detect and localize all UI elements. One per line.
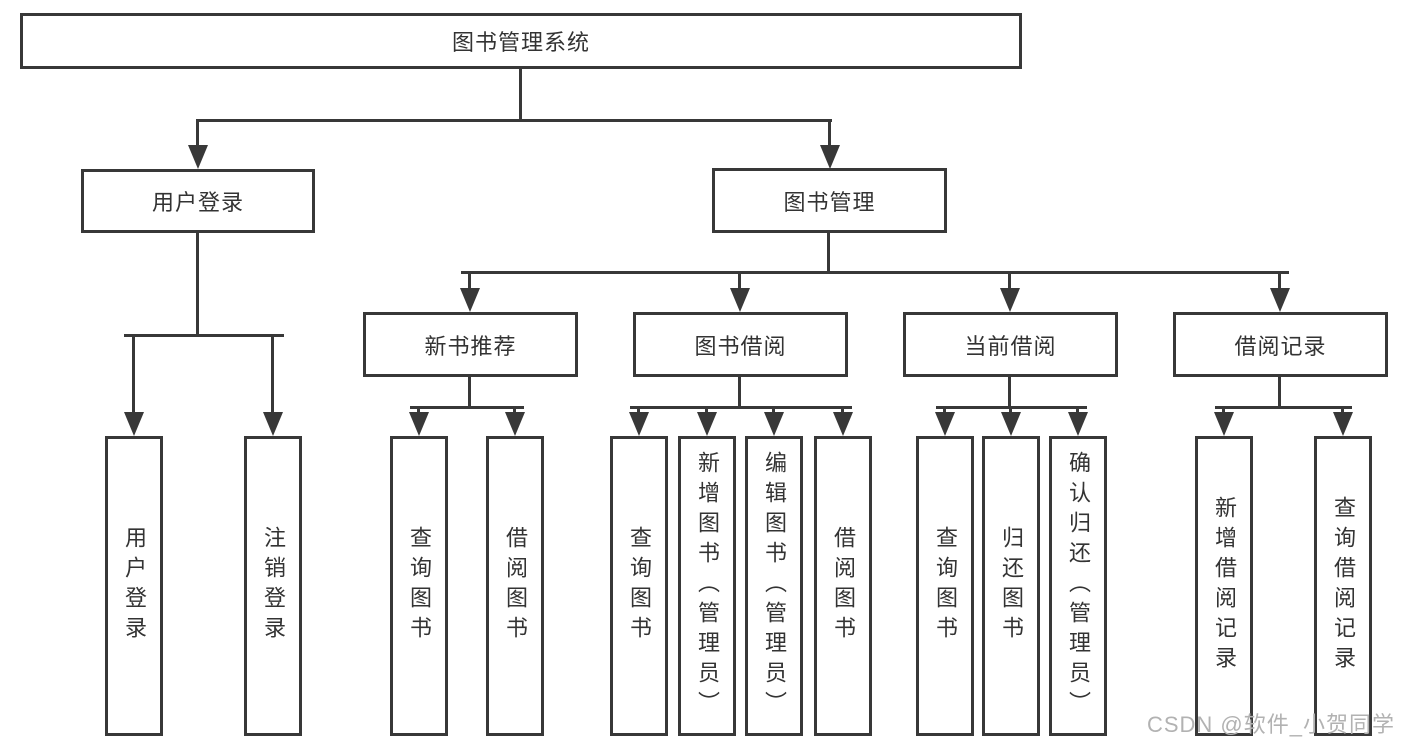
leaf-query-books-current: 查询图书 xyxy=(916,436,974,736)
connector-new-book-split xyxy=(410,406,524,409)
connector-user-login-split xyxy=(124,334,284,337)
connector-to-borrowing-records xyxy=(1278,271,1281,290)
connector-leaf-b2 xyxy=(513,406,516,415)
leaf-borrow-books: 借阅图书 xyxy=(814,436,872,736)
connector-to-leaf-logout xyxy=(271,334,274,414)
arrowhead-leaf-d1 xyxy=(935,412,955,436)
connector-to-new-book xyxy=(468,271,471,290)
node-label: 借阅图书 xyxy=(831,526,856,646)
connector-book-borrowing-stem xyxy=(738,377,741,409)
leaf-user-login: 用户登录 xyxy=(105,436,163,736)
connector-book-management-stem xyxy=(827,233,830,274)
connector-leaf-d3 xyxy=(1076,406,1079,415)
connector-to-book-management xyxy=(828,119,831,147)
connector-leaf-b1 xyxy=(417,406,420,415)
node-label: 借阅记录 xyxy=(1234,333,1327,359)
leaf-add-borrow-record: 新增借阅记录 xyxy=(1195,436,1253,736)
arrowhead-current-borrowing xyxy=(1000,288,1020,312)
node-current-borrowing: 当前借阅 xyxy=(903,312,1118,377)
connector-leaf-d1 xyxy=(943,406,946,415)
leaf-query-books-recommend: 查询图书 xyxy=(390,436,448,736)
connector-book-borrowing-split xyxy=(630,406,852,409)
node-label: 归还图书 xyxy=(999,526,1024,646)
node-label: 新增图书（管理员） xyxy=(695,451,720,721)
connector-leaf-d2 xyxy=(1009,406,1012,415)
node-library-management-system: 图书管理系统 xyxy=(20,13,1022,69)
connector-leaf-c1 xyxy=(637,406,640,415)
arrowhead-leaf-b1 xyxy=(409,412,429,436)
arrowhead-leaf-d3 xyxy=(1068,412,1088,436)
connector-root-stem xyxy=(519,69,522,122)
arrowhead-new-book xyxy=(460,288,480,312)
node-label: 新书推荐 xyxy=(424,333,517,359)
connector-to-leaf-user-login xyxy=(132,334,135,414)
node-label: 编辑图书（管理员） xyxy=(762,451,787,721)
node-label: 借阅图书 xyxy=(503,526,528,646)
leaf-query-books-borrow: 查询图书 xyxy=(610,436,668,736)
connector-leaf-c4 xyxy=(841,406,844,415)
connector-borrowing-records-split xyxy=(1215,406,1352,409)
node-label: 确认归还（管理员） xyxy=(1066,451,1091,721)
arrowhead-leaf-c2 xyxy=(697,412,717,436)
node-label: 查询图书 xyxy=(933,526,958,646)
connector-leaf-e2 xyxy=(1341,406,1344,415)
arrowhead-leaf-logout xyxy=(263,412,283,436)
node-label: 注销登录 xyxy=(261,526,286,646)
node-book-management: 图书管理 xyxy=(712,168,947,233)
arrowhead-book-borrowing xyxy=(730,288,750,312)
node-label: 查询借阅记录 xyxy=(1331,496,1356,676)
node-label: 用户登录 xyxy=(151,190,244,215)
leaf-logout: 注销登录 xyxy=(244,436,302,736)
connector-to-current-borrowing xyxy=(1008,271,1011,290)
leaf-edit-books-admin: 编辑图书（管理员） xyxy=(745,436,803,736)
node-user-login: 用户登录 xyxy=(81,169,315,233)
arrowhead-book-management xyxy=(820,145,840,169)
connector-leaf-e1 xyxy=(1222,406,1225,415)
node-label: 当前借阅 xyxy=(964,333,1057,359)
arrowhead-user-login xyxy=(188,145,208,169)
node-label: 查询图书 xyxy=(627,526,652,646)
connector-to-book-borrowing xyxy=(738,271,741,290)
leaf-add-books-admin: 新增图书（管理员） xyxy=(678,436,736,736)
connector-book-management-split xyxy=(461,271,1289,274)
connector-current-borrowing-stem xyxy=(1008,377,1011,409)
connector-leaf-c3 xyxy=(772,406,775,415)
arrowhead-leaf-c4 xyxy=(833,412,853,436)
leaf-confirm-return-admin: 确认归还（管理员） xyxy=(1049,436,1107,736)
node-label: 用户登录 xyxy=(122,526,147,646)
node-borrowing-records: 借阅记录 xyxy=(1173,312,1388,377)
node-book-borrowing: 图书借阅 xyxy=(633,312,848,377)
node-label: 查询图书 xyxy=(407,526,432,646)
connector-to-user-login xyxy=(196,119,199,147)
arrowhead-leaf-c3 xyxy=(764,412,784,436)
node-label: 新增借阅记录 xyxy=(1212,496,1237,676)
node-label: 图书管理系统 xyxy=(451,30,590,55)
connector-leaf-c2 xyxy=(705,406,708,415)
leaf-return-books: 归还图书 xyxy=(982,436,1040,736)
node-label: 图书借阅 xyxy=(694,333,787,359)
arrowhead-leaf-e2 xyxy=(1333,412,1353,436)
leaf-borrow-books-recommend: 借阅图书 xyxy=(486,436,544,736)
arrowhead-leaf-c1 xyxy=(629,412,649,436)
arrowhead-borrowing-records xyxy=(1270,288,1290,312)
arrowhead-leaf-d2 xyxy=(1001,412,1021,436)
connector-new-book-stem xyxy=(468,377,471,409)
node-new-book-recommendation: 新书推荐 xyxy=(363,312,578,377)
node-label: 图书管理 xyxy=(783,189,876,215)
leaf-query-borrow-record: 查询借阅记录 xyxy=(1314,436,1372,736)
connector-borrowing-records-stem xyxy=(1278,377,1281,409)
arrowhead-leaf-user-login xyxy=(124,412,144,436)
arrowhead-leaf-b2 xyxy=(505,412,525,436)
csdn-watermark: CSDN @软件_小贺同学 xyxy=(1146,712,1395,737)
arrowhead-leaf-e1 xyxy=(1214,412,1234,436)
connector-root-split xyxy=(196,119,832,122)
connector-user-login-stem xyxy=(196,233,199,337)
